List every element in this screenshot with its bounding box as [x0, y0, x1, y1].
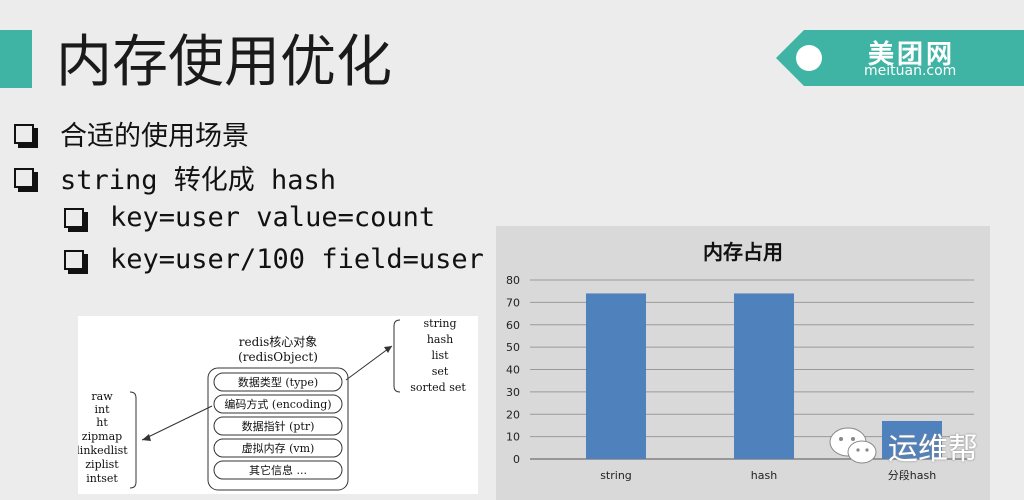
bullet-string-to-hash: string 转化成 hash — [14, 158, 336, 197]
checkbox-bullet-icon — [64, 207, 88, 232]
type-item: hash — [427, 333, 453, 346]
y-tick-label: 70 — [506, 296, 520, 309]
type-item: list — [431, 349, 449, 362]
chart-title: 内存占用 — [703, 240, 783, 264]
logo-domain: meituan.com — [864, 63, 957, 79]
x-tick-label: hash — [751, 469, 777, 482]
y-tick-label: 20 — [506, 408, 520, 421]
y-tick-label: 10 — [506, 431, 520, 444]
encoding-item: raw — [91, 390, 113, 403]
type-item: string — [424, 317, 457, 330]
x-tick-label: string — [600, 469, 632, 482]
slide-title: 内存使用优化 — [56, 30, 392, 95]
field-box — [213, 438, 343, 458]
chart-svg: 0 10 20 30 40 50 60 70 80 string hash 分段hash — [506, 274, 974, 482]
bullet-usage-scenario: 合适的使用场景 — [14, 114, 249, 153]
watermark-text: 运维帮 — [888, 432, 978, 467]
encoding-item: ht — [96, 416, 108, 429]
encoding-list: raw int ht zipmap linkedlist ziplist int… — [76, 390, 137, 489]
bullet-key-field: key=user/100 field=user — [64, 244, 484, 275]
field-ptr: 数据指针 (ptr) — [242, 419, 315, 433]
memory-usage-chart: 内存占用 0 10 20 30 40 50 60 70 80 string hash 分段hash — [496, 226, 990, 500]
type-item: set — [432, 365, 449, 378]
redis-object-outline — [207, 367, 349, 491]
watermark: 运维帮 — [826, 424, 978, 468]
type-brace — [393, 319, 401, 393]
field-box — [213, 416, 343, 436]
y-tick-label: 50 — [506, 341, 520, 354]
type-arrowhead — [384, 346, 392, 353]
bullet-text: key=user value=count — [110, 202, 436, 233]
field-vm: 虚拟内存 (vm) — [242, 441, 315, 455]
logo-tag-shape — [776, 30, 1024, 86]
checkbox-bullet-icon — [14, 167, 38, 192]
logo-hole-icon — [796, 45, 822, 71]
bullet-text: 合适的使用场景 — [60, 121, 249, 152]
y-tick-label: 0 — [513, 453, 520, 466]
encoding-arrow — [141, 405, 213, 441]
field-other: 其它信息 ... — [249, 463, 307, 477]
encoding-brace — [129, 391, 137, 489]
encoding-item: int — [94, 403, 110, 416]
type-item: sorted set — [410, 381, 466, 394]
encoding-item: linkedlist — [78, 444, 128, 457]
field-box — [213, 372, 343, 392]
y-tick-label: 80 — [506, 274, 520, 287]
bullet-text: string 转化成 hash — [60, 165, 337, 196]
checkbox-bullet-icon — [64, 249, 88, 274]
bullet-key-value: key=user value=count — [64, 202, 435, 233]
encoding-item: zipmap — [82, 430, 122, 443]
field-encoding: 编码方式 (encoding) — [224, 397, 331, 411]
bar — [734, 293, 794, 459]
redis-object-diagram: redis核心对象 (redisObject) 数据类型 (type) 编码方式… — [76, 316, 478, 494]
wechat-icon — [826, 424, 882, 468]
x-tick-label: 分段hash — [888, 468, 936, 482]
type-arrow — [345, 345, 393, 381]
diagram-svg: redis核心对象 (redisObject) 数据类型 (type) 编码方式… — [76, 317, 466, 491]
bar — [882, 420, 942, 459]
encoding-item: ziplist — [85, 458, 119, 471]
checkbox-bullet-icon — [14, 123, 38, 148]
y-tick-label: 30 — [506, 386, 520, 399]
encoding-item: intset — [86, 472, 118, 485]
y-tick-label: 40 — [506, 364, 520, 377]
object-fields: 数据类型 (type) 编码方式 (encoding) 数据指针 (ptr) 虚… — [213, 372, 343, 480]
type-list: string hash list set sorted set — [393, 317, 466, 394]
encoding-arrowhead — [142, 434, 151, 441]
meituan-logo: 美团网 meituan.com — [776, 30, 1024, 86]
field-box — [213, 394, 343, 414]
logo-name: 美团网 — [868, 40, 956, 70]
diagram-center-title: redis核心对象 — [239, 335, 318, 349]
title-accent-bar — [0, 30, 32, 88]
y-tick-label: 60 — [506, 319, 520, 332]
bullet-text: key=user/100 field=user — [110, 244, 484, 275]
field-type: 数据类型 (type) — [238, 375, 318, 389]
diagram-center-subtitle: (redisObject) — [238, 350, 318, 364]
field-box — [213, 460, 343, 480]
bar — [586, 293, 646, 459]
